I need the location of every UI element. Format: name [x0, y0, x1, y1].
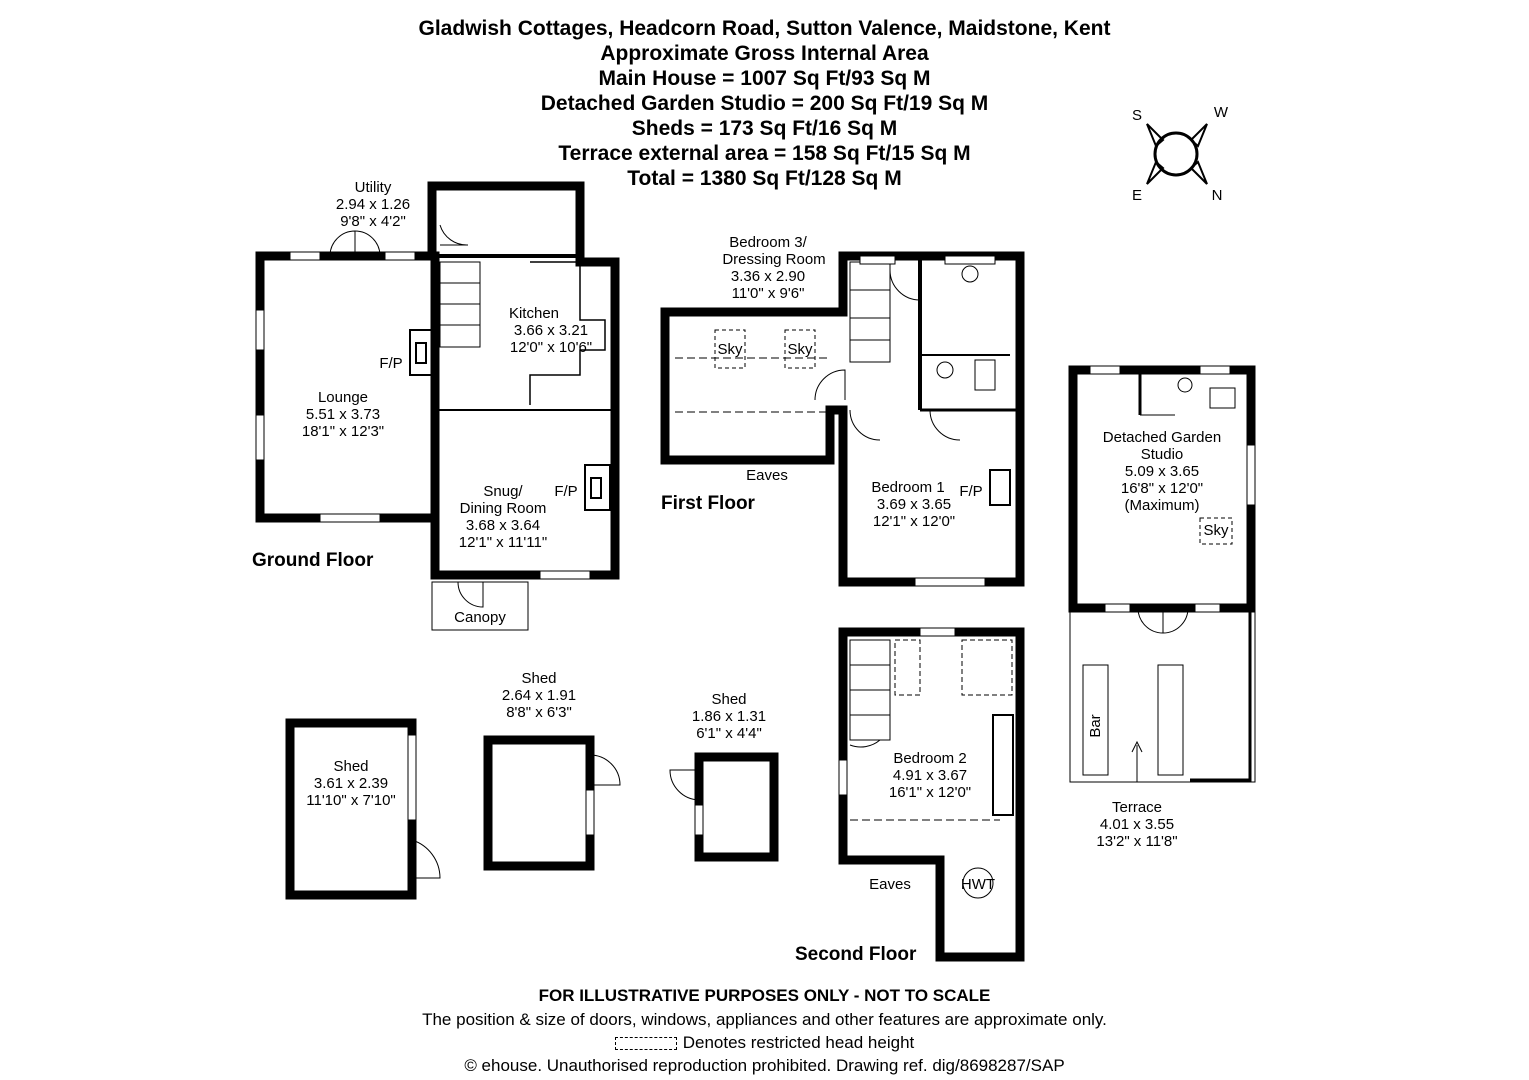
- fireplace-label: F/P: [554, 483, 577, 500]
- room-label-line: Lounge: [318, 389, 368, 406]
- room-label-line: Bedroom 2: [893, 750, 966, 767]
- kitchen-label: Kitchen 3.66 x 3.21 12'0" x 10'6": [509, 305, 592, 356]
- shed-c-label: Shed 1.86 x 1.31 6'1" x 4'4": [692, 691, 766, 742]
- room-label-line: 3.69 x 3.65: [877, 496, 951, 513]
- room-label-line: Kitchen: [509, 305, 559, 322]
- restricted-height-icon: [614, 1037, 677, 1051]
- copyright: © ehouse. Unauthorised reproduction proh…: [464, 1056, 1065, 1075]
- eaves-label: Eaves: [869, 876, 911, 893]
- room-label-line: 11'10" x 7'10": [306, 792, 396, 809]
- room-label-line: Terrace: [1112, 799, 1162, 816]
- first-floor-plan: [660, 251, 1025, 587]
- skylight-label: Sky: [717, 341, 743, 358]
- room-label-line: Dressing Room: [722, 251, 825, 268]
- area-terrace: Terrace external area = 158 Sq Ft/15 Sq …: [558, 142, 971, 165]
- room-label-line: 4.01 x 3.55: [1100, 816, 1174, 833]
- hot-water-tank-label: HWT: [961, 876, 995, 893]
- garden-studio-plan: [1068, 365, 1256, 783]
- legend-text: Denotes restricted head height: [682, 1033, 915, 1052]
- property-address: Gladwish Cottages, Headcorn Road, Sutton…: [418, 17, 1111, 40]
- area-garden-studio: Detached Garden Studio = 200 Sq Ft/19 Sq…: [540, 92, 989, 115]
- room-label-line: 2.64 x 1.91: [502, 687, 576, 704]
- room-label-line: Shed: [521, 670, 556, 687]
- shed-c-plan: [669, 752, 779, 862]
- room-label-line: (Maximum): [1125, 497, 1200, 514]
- eaves-label: Eaves: [746, 467, 788, 484]
- room-label-line: 2.94 x 1.26: [336, 196, 410, 213]
- room-label-line: 11'0" x 9'6": [732, 285, 805, 302]
- shed-a-plan: [285, 718, 441, 900]
- terrace-label: Terrace 4.01 x 3.55 13'2" x 11'8": [1096, 799, 1177, 850]
- room-label-line: 4.91 x 3.67: [893, 767, 967, 784]
- ground-floor-plan: [255, 181, 620, 631]
- studio-label: Detached Garden Studio 5.09 x 3.65 16'8"…: [1103, 429, 1221, 514]
- room-label-line: 12'1" x 11'11": [459, 534, 547, 551]
- legend: Denotes restricted head height: [0, 1033, 1529, 1053]
- area-subtitle: Approximate Gross Internal Area: [600, 42, 929, 65]
- room-label-line: Shed: [333, 758, 368, 775]
- fireplace-label: F/P: [379, 355, 402, 372]
- compass-w: W: [1214, 104, 1229, 121]
- room-label-line: Utility: [355, 179, 392, 196]
- first-floor-label: First Floor: [661, 493, 756, 514]
- approximation-note: The position & size of doors, windows, a…: [422, 1010, 1107, 1029]
- fireplace-label: F/P: [959, 483, 982, 500]
- compass-e: E: [1132, 187, 1142, 204]
- area-sheds: Sheds = 173 Sq Ft/16 Sq M: [631, 117, 898, 140]
- room-label-line: 3.36 x 2.90: [731, 268, 805, 285]
- room-label-line: 13'2" x 11'8": [1096, 833, 1177, 850]
- shed-b-label: Shed 2.64 x 1.91 8'8" x 6'3": [502, 670, 576, 721]
- room-label-line: 12'0" x 10'6": [510, 339, 592, 356]
- room-label-line: 9'8" x 4'2": [340, 213, 406, 230]
- compass-icon: S W E N: [1132, 104, 1229, 204]
- room-label-line: Dining Room: [460, 500, 547, 517]
- disclaimer: FOR ILLUSTRATIVE PURPOSES ONLY - NOT TO …: [538, 986, 991, 1005]
- room-label-line: 3.61 x 2.39: [314, 775, 388, 792]
- skylight-label: Sky: [1203, 522, 1229, 539]
- room-label-line: 3.68 x 3.64: [466, 517, 540, 534]
- skylight-label: Sky: [787, 341, 813, 358]
- utility-label: Utility 2.94 x 1.26 9'8" x 4'2": [336, 179, 410, 230]
- room-label-line: 8'8" x 6'3": [506, 704, 572, 721]
- shed-b-plan: [483, 735, 621, 871]
- room-label-line: Bedroom 3/: [729, 234, 807, 251]
- room-label-line: 12'1" x 12'0": [873, 513, 955, 530]
- room-label-line: 1.86 x 1.31: [692, 708, 766, 725]
- room-label-line: 3.66 x 3.21: [514, 322, 588, 339]
- room-label-line: Studio: [1141, 446, 1184, 463]
- compass-s: S: [1132, 107, 1142, 124]
- area-main-house: Main House = 1007 Sq Ft/93 Sq M: [598, 67, 931, 90]
- room-label-line: 18'1" x 12'3": [302, 423, 384, 440]
- canopy-label: Canopy: [454, 609, 506, 626]
- ground-floor-label: Ground Floor: [252, 550, 374, 571]
- snug-label: Snug/ Dining Room 3.68 x 3.64 12'1" x 11…: [459, 483, 547, 551]
- bedroom2-label: Bedroom 2 4.91 x 3.67 16'1" x 12'0": [889, 750, 971, 801]
- second-floor-plan: [838, 627, 1025, 962]
- room-label-line: Detached Garden: [1103, 429, 1221, 446]
- bedroom3-label: Bedroom 3/ Dressing Room 3.36 x 2.90 11'…: [722, 234, 825, 302]
- room-label-line: Snug/: [483, 483, 523, 500]
- room-label-line: 16'1" x 12'0": [889, 784, 971, 801]
- bar-label: Bar: [1087, 714, 1104, 737]
- lounge-label: Lounge 5.51 x 3.73 18'1" x 12'3": [302, 389, 384, 440]
- bedroom1-label: Bedroom 1 3.69 x 3.65 12'1" x 12'0": [871, 479, 955, 530]
- room-label-line: 5.09 x 3.65: [1125, 463, 1199, 480]
- compass-n: N: [1212, 187, 1223, 204]
- room-label-line: Bedroom 1: [871, 479, 944, 496]
- shed-a-label: Shed 3.61 x 2.39 11'10" x 7'10": [306, 758, 396, 809]
- room-label-line: 6'1" x 4'4": [696, 725, 762, 742]
- room-label-line: Shed: [711, 691, 746, 708]
- room-label-line: 16'8" x 12'0": [1121, 480, 1203, 497]
- room-label-line: 5.51 x 3.73: [306, 406, 380, 423]
- area-total: Total = 1380 Sq Ft/128 Sq M: [627, 167, 902, 190]
- second-floor-label: Second Floor: [795, 944, 917, 965]
